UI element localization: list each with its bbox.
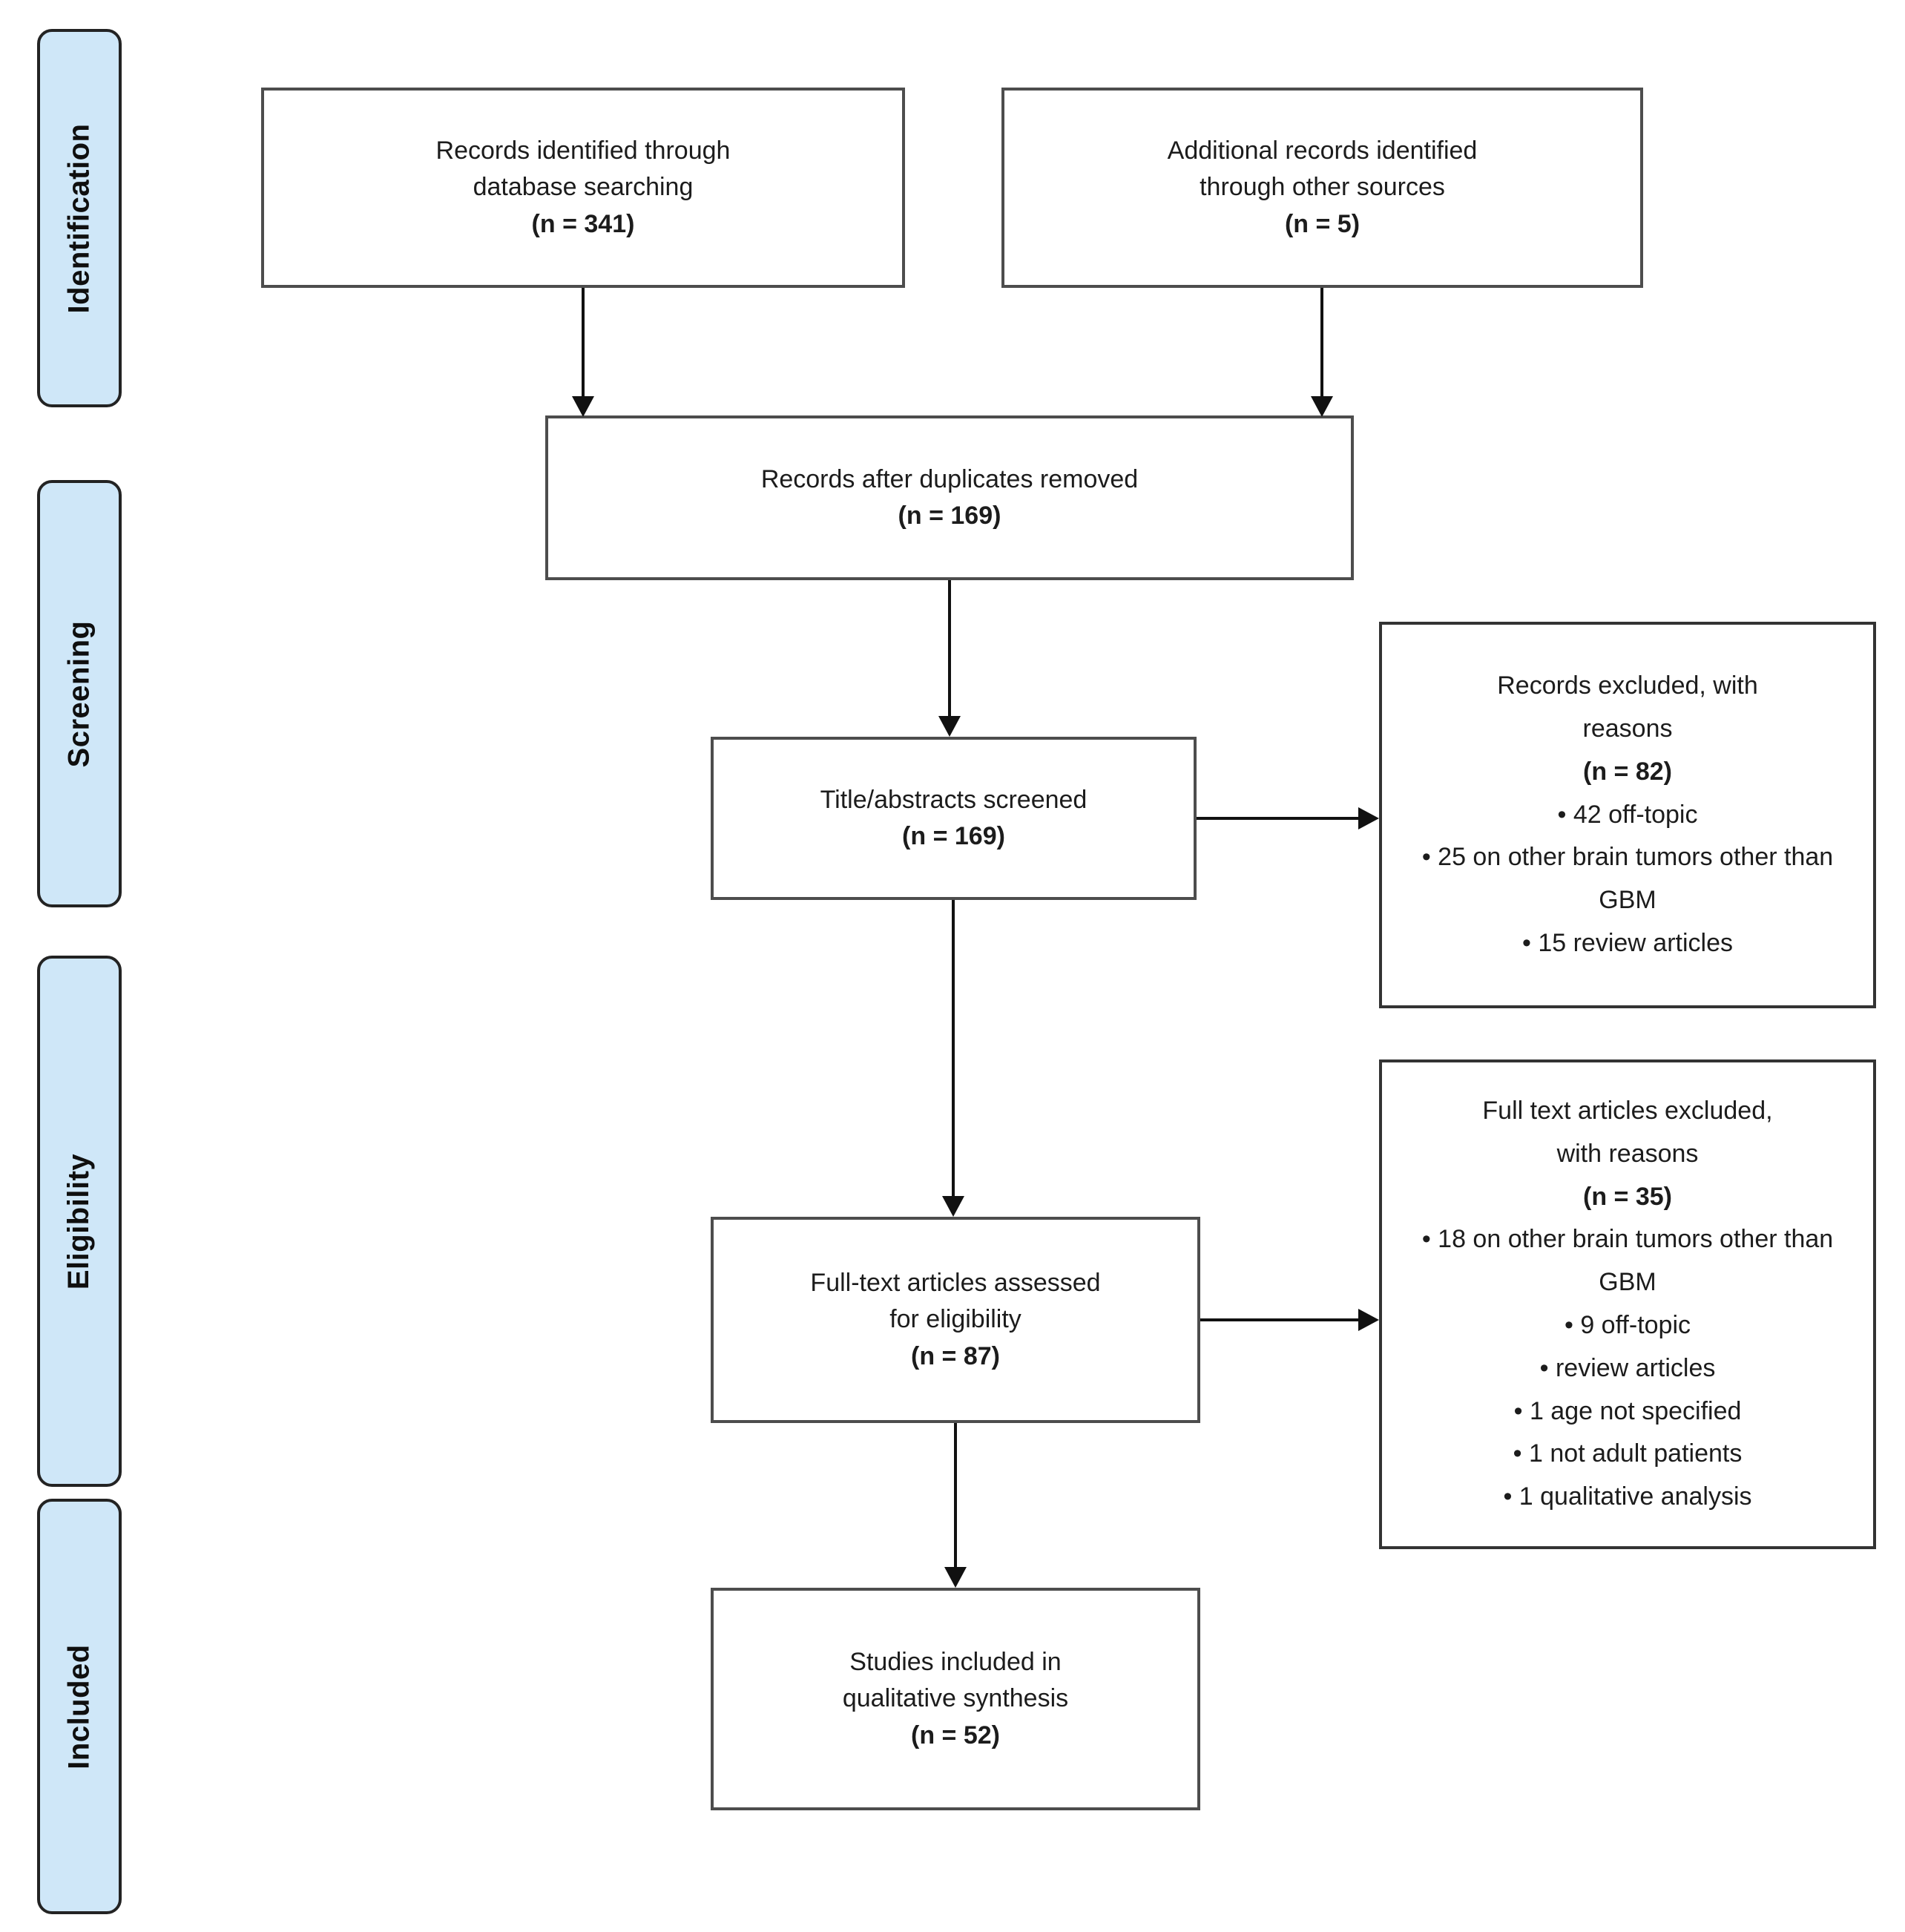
- box-studies-included: Studies included in qualitative synthesi…: [711, 1588, 1200, 1810]
- box-fulltext-excluded-title-line1: Full text articles excluded,: [1482, 1097, 1773, 1126]
- box-fulltext-assessed-count: (n = 87): [911, 1341, 1000, 1370]
- box-fulltext-excluded-count: (n = 35): [1583, 1182, 1672, 1211]
- stage-eligibility: Eligibility: [37, 956, 122, 1487]
- box-title-abstracts-screened: Title/abstracts screened (n = 169): [711, 737, 1197, 900]
- arrow-screened-to-excluded-head: [1358, 807, 1379, 829]
- stage-included: Included: [37, 1499, 122, 1914]
- box-fulltext-excluded-reason: 1 age not specified: [1514, 1390, 1741, 1433]
- box-fulltext-excluded: Full text articles excluded, with reason…: [1379, 1059, 1876, 1549]
- arrow-records-to-duplicates-shaft: [582, 288, 585, 398]
- arrow-screened-to-fulltext-head: [942, 1196, 964, 1217]
- box-title-abstracts-screened-count: (n = 169): [902, 822, 1005, 850]
- arrow-additional-to-duplicates-shaft: [1320, 288, 1323, 398]
- box-studies-included-line2: qualitative synthesis: [842, 1684, 1069, 1713]
- box-records-excluded-reason: 15 review articles: [1522, 922, 1733, 965]
- box-fulltext-assessed: Full-text articles assessed for eligibil…: [711, 1217, 1200, 1423]
- stage-label-identification: Identification: [62, 123, 96, 313]
- box-records-excluded-title-line1: Records excluded, with: [1497, 671, 1758, 700]
- box-records-identified-count: (n = 341): [531, 209, 635, 238]
- box-records-identified: Records identified through database sear…: [261, 88, 905, 288]
- box-records-excluded: Records excluded, with reasons (n = 82) …: [1379, 622, 1876, 1008]
- box-additional-records-count: (n = 5): [1284, 209, 1361, 238]
- arrow-fulltext-to-excluded-head: [1358, 1309, 1379, 1331]
- box-fulltext-excluded-reason: 1 qualitative analysis: [1503, 1476, 1752, 1519]
- stage-label-eligibility: Eligibility: [62, 1153, 96, 1289]
- box-fulltext-assessed-line2: for eligibility: [889, 1305, 1021, 1334]
- box-title-abstracts-screened-line1: Title/abstracts screened: [820, 785, 1088, 814]
- arrow-fulltext-to-included-head: [944, 1567, 967, 1588]
- arrow-additional-to-duplicates-head: [1311, 396, 1333, 417]
- box-fulltext-excluded-reason: review articles: [1540, 1347, 1715, 1390]
- box-records-excluded-reason: 42 off-topic: [1558, 794, 1698, 837]
- box-fulltext-excluded-title-line2: with reasons: [1556, 1139, 1699, 1168]
- arrow-records-to-duplicates-head: [572, 396, 594, 417]
- arrow-screened-to-excluded-shaft: [1197, 817, 1360, 820]
- arrow-fulltext-to-included-shaft: [954, 1423, 957, 1568]
- box-records-excluded-title-line2: reasons: [1582, 714, 1673, 743]
- box-fulltext-assessed-line1: Full-text articles assessed: [810, 1269, 1101, 1298]
- stage-screening: Screening: [37, 480, 122, 907]
- stage-label-included: Included: [62, 1643, 96, 1770]
- box-records-excluded-count: (n = 82): [1583, 757, 1672, 786]
- box-fulltext-excluded-reason: 18 on other brain tumors other than GBM: [1398, 1218, 1857, 1304]
- box-duplicates-removed-count: (n = 169): [898, 502, 1001, 530]
- box-records-excluded-reason: 25 on other brain tumors other than GBM: [1398, 836, 1857, 922]
- box-fulltext-excluded-reason: 9 off-topic: [1565, 1304, 1691, 1347]
- stage-label-screening: Screening: [62, 620, 96, 767]
- box-studies-included-line1: Studies included in: [849, 1648, 1062, 1677]
- box-studies-included-count: (n = 52): [911, 1721, 1000, 1749]
- box-fulltext-excluded-reason: 1 not adult patients: [1513, 1433, 1742, 1476]
- box-records-identified-line2: database searching: [473, 173, 694, 202]
- arrow-duplicates-to-screened-head: [938, 716, 961, 737]
- arrow-duplicates-to-screened-shaft: [948, 580, 951, 717]
- arrow-screened-to-fulltext-shaft: [952, 900, 955, 1197]
- box-additional-records-line2: through other sources: [1200, 173, 1445, 202]
- box-duplicates-removed-line1: Records after duplicates removed: [760, 464, 1139, 493]
- arrow-fulltext-to-excluded-shaft: [1200, 1318, 1360, 1321]
- box-records-identified-line1: Records identified through: [435, 137, 731, 165]
- box-duplicates-removed: Records after duplicates removed (n = 16…: [545, 415, 1354, 580]
- stage-identification: Identification: [37, 29, 122, 407]
- box-additional-records-line1: Additional records identified: [1167, 137, 1478, 165]
- box-additional-records: Additional records identified through ot…: [1001, 88, 1643, 288]
